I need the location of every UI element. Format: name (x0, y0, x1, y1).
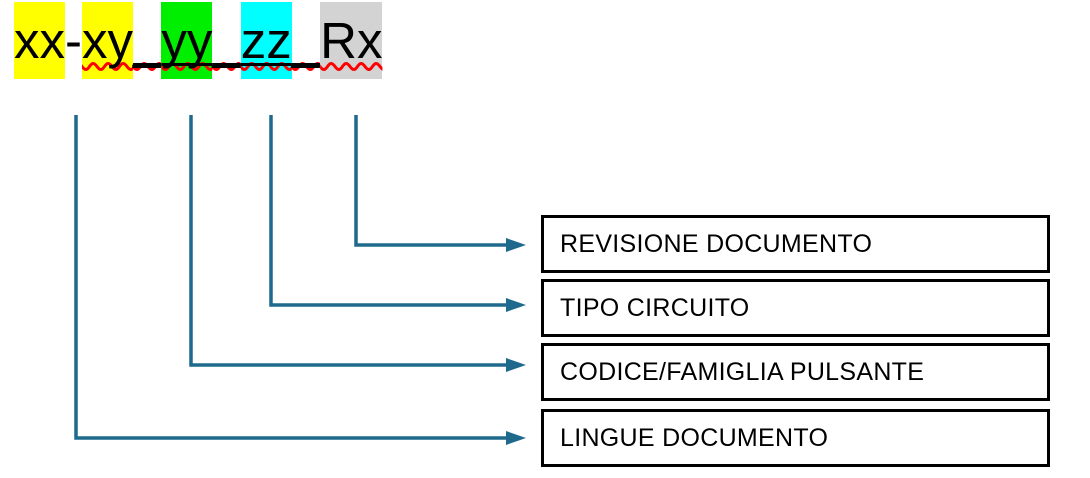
code-segment-languages-xx: xx (14, 2, 65, 79)
spellcheck-squiggle-region: xy_yy_zz_Rx (81, 2, 383, 79)
connector-codice-famiglia (189, 115, 526, 372)
separator-dash: - (65, 12, 82, 69)
legend-box-tipo-circuito: TIPO CIRCUITO (541, 279, 1050, 337)
legend-box-lingue-documento: LINGUE DOCUMENTO (541, 409, 1050, 467)
arrowhead-icon (506, 358, 526, 372)
connector-lingue-documento (74, 115, 526, 445)
code-segment-languages-xy: xy (81, 2, 133, 79)
code-segment-family-yy: yy (161, 2, 213, 79)
legend-label: TIPO CIRCUITO (560, 293, 750, 322)
legend-label: CODICE/FAMIGLIA PULSANTE (560, 357, 925, 386)
separator-underscore: _ (291, 12, 321, 69)
code-segment-revision-rx: Rx (320, 2, 383, 79)
code-segment-circuit-zz: zz (240, 2, 292, 79)
legend-label: REVISIONE DOCUMENTO (560, 229, 873, 258)
connector-revisione-documento (354, 115, 526, 252)
connector-tipo-circuito (269, 115, 526, 312)
arrowhead-icon (506, 238, 526, 252)
separator-underscore: _ (212, 12, 241, 69)
underlined-region: _yy_zz_ (133, 2, 320, 79)
document-code: xx-xy_yy_zz_Rx (14, 2, 383, 79)
legend-box-codice-famiglia-pulsante: CODICE/FAMIGLIA PULSANTE (541, 343, 1050, 401)
arrowhead-icon (506, 431, 526, 445)
arrowhead-icon (506, 298, 526, 312)
legend-box-revisione-documento: REVISIONE DOCUMENTO (541, 215, 1050, 273)
legend-label: LINGUE DOCUMENTO (560, 423, 829, 452)
separator-underscore: _ (132, 12, 162, 69)
